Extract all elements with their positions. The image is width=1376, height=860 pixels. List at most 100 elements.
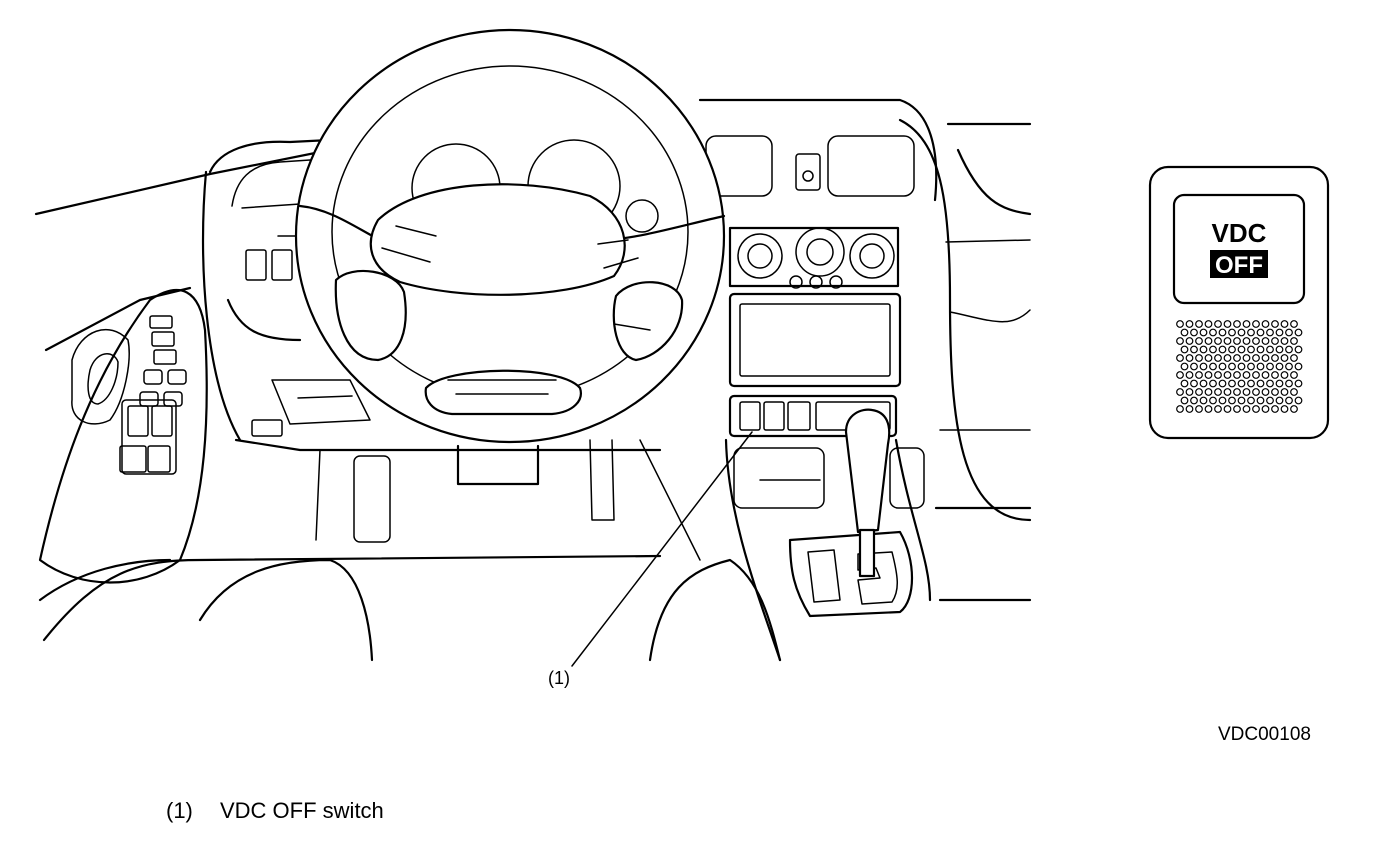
- speaker-hole: [1180, 345, 1189, 354]
- speaker-hole: [1237, 345, 1246, 354]
- speaker-hole: [1204, 405, 1213, 413]
- figure-id: VDC00108: [1218, 724, 1311, 745]
- left-pillar-lines: [34, 148, 332, 442]
- speaker-hole: [1280, 388, 1289, 396]
- speaker-hole: [1218, 345, 1227, 354]
- speaker-hole: [1209, 379, 1217, 388]
- speaker-hole: [1204, 320, 1213, 328]
- speaker-hole: [1209, 396, 1217, 405]
- speaker-hole: [1275, 362, 1284, 371]
- speaker-hole: [1185, 371, 1194, 379]
- speaker-hole: [1199, 396, 1208, 405]
- speaker-hole: [1176, 320, 1184, 328]
- speaker-hole: [1256, 379, 1265, 388]
- speaker-hole: [1176, 371, 1184, 379]
- right-dash: [898, 118, 1032, 602]
- speaker-hole: [1285, 328, 1293, 337]
- speaker-hole: [1237, 396, 1246, 405]
- speaker-hole: [1233, 405, 1241, 413]
- speaker-hole: [1256, 396, 1265, 405]
- speaker-hole: [1280, 320, 1289, 328]
- speaker-hole: [1242, 388, 1251, 396]
- speaker-hole: [1261, 371, 1270, 379]
- speaker-hole: [1190, 328, 1198, 337]
- speaker-hole: [1204, 337, 1213, 345]
- speaker-hole: [1256, 328, 1265, 337]
- speaker-hole: [1218, 379, 1227, 388]
- speaker-hole: [1218, 362, 1227, 371]
- speaker-hole: [1252, 388, 1260, 396]
- speaker-hole: [1195, 320, 1203, 328]
- speaker-hole: [1294, 396, 1303, 405]
- speaker-hole: [1195, 371, 1203, 379]
- speaker-hole: [1190, 362, 1198, 371]
- speaker-hole: [1204, 371, 1213, 379]
- speaker-hole: [1242, 354, 1251, 362]
- speaker-hole: [1266, 362, 1274, 371]
- speaker-hole: [1242, 371, 1251, 379]
- speaker-hole: [1185, 320, 1194, 328]
- speaker-hole: [1261, 354, 1270, 362]
- speaker-hole: [1261, 320, 1270, 328]
- left-dash: [208, 138, 371, 437]
- speaker-hole: [1294, 328, 1303, 337]
- speaker-hole: [1290, 337, 1298, 345]
- door-panel: [38, 289, 208, 602]
- speaker-hole: [1271, 320, 1279, 328]
- speaker-hole: [1266, 328, 1274, 337]
- speaker-hole: [1252, 337, 1260, 345]
- speaker-hole: [1247, 379, 1255, 388]
- speaker-hole: [1242, 337, 1251, 345]
- speaker-hole: [1285, 379, 1293, 388]
- speaker-hole: [1275, 328, 1284, 337]
- speaker-hole: [1214, 388, 1222, 396]
- speaker-hole: [1228, 379, 1236, 388]
- speaker-hole: [1247, 328, 1255, 337]
- speaker-hole: [1176, 388, 1184, 396]
- switch-off-backdrop: [1210, 250, 1268, 278]
- speaker-hole: [1261, 337, 1270, 345]
- speaker-hole: [1176, 337, 1184, 345]
- speaker-hole: [1256, 345, 1265, 354]
- speaker-hole: [1223, 320, 1232, 328]
- speaker-hole: [1285, 362, 1293, 371]
- speaker-hole: [1261, 405, 1270, 413]
- speaker-hole: [1228, 328, 1236, 337]
- speaker-hole: [1228, 396, 1236, 405]
- steering-wheel: [294, 28, 726, 444]
- speaker-hole: [1252, 405, 1260, 413]
- speaker-hole: [1209, 362, 1217, 371]
- speaker-hole: [1290, 388, 1298, 396]
- speaker-hole: [1199, 379, 1208, 388]
- speaker-hole: [1271, 388, 1279, 396]
- speaker-hole: [1233, 371, 1241, 379]
- speaker-hole: [1190, 396, 1198, 405]
- speaker-hole: [1280, 371, 1289, 379]
- speaker-hole: [1209, 328, 1217, 337]
- speaker-hole: [1185, 388, 1194, 396]
- speaker-hole: [1280, 405, 1289, 413]
- vdc-off-switch-inset: VDC OFF: [1148, 165, 1330, 440]
- speaker-hole: [1218, 328, 1227, 337]
- speaker-hole: [1180, 328, 1189, 337]
- speaker-hole: [1180, 396, 1189, 405]
- speaker-hole: [1190, 345, 1198, 354]
- speaker-hole: [1266, 379, 1274, 388]
- speaker-hole: [1185, 354, 1194, 362]
- speaker-hole: [1290, 354, 1298, 362]
- speaker-hole: [1199, 362, 1208, 371]
- speaker-hole: [1261, 388, 1270, 396]
- speaker-hole: [1176, 354, 1184, 362]
- speaker-hole: [1252, 354, 1260, 362]
- speaker-hole: [1285, 396, 1293, 405]
- speaker-hole: [1223, 371, 1232, 379]
- speaker-hole: [1176, 405, 1184, 413]
- speaker-hole: [1209, 345, 1217, 354]
- shift-lever: [844, 408, 891, 578]
- legend-item: (1)VDC OFF switch: [166, 798, 384, 824]
- speaker-hole: [1252, 371, 1260, 379]
- center-stack: [698, 98, 938, 662]
- speaker-hole: [1233, 337, 1241, 345]
- speaker-hole: [1242, 320, 1251, 328]
- speaker-hole: [1214, 405, 1222, 413]
